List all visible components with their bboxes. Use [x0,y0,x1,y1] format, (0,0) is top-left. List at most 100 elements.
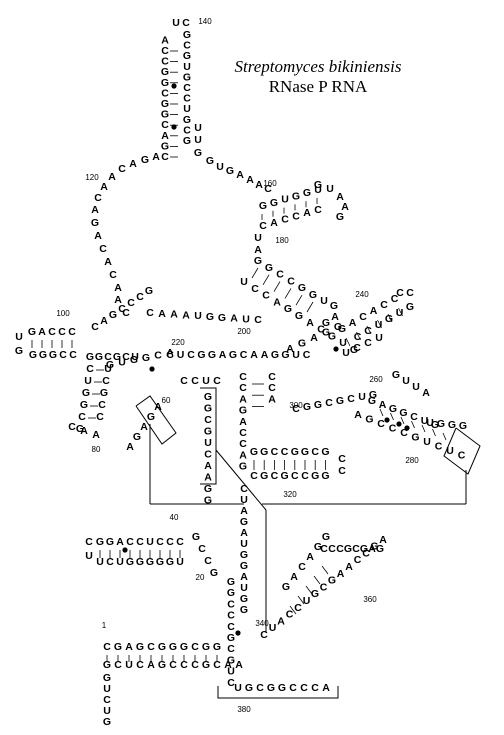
nucleotide-j220-13: C [240,349,248,361]
nucleotide-j380-4: G [278,682,286,694]
nucleotide-top-hairpin-tail-1: U [194,134,202,146]
nucleotide-p340-col-6: C [227,643,235,655]
nucleotide-p12-3-10: G [350,344,358,356]
nucleotide-j200-5: G [206,311,214,323]
nucleotide-j380-8: A [322,682,330,694]
nucleotide-top-hairpin-right-6: C [183,93,191,105]
wobble-dot [122,547,128,553]
nucleotide-p80-loop-1: A [80,425,88,437]
p360-pair [305,585,313,595]
nucleotide-j380-6: C [300,682,308,694]
nucleotide-p160-3-3: C [292,210,300,222]
p12-pair [273,281,281,292]
nucleotide-p320-3-7: G [321,470,329,482]
nucleotide-p320-col-1: U [240,494,248,506]
nucleotide-p100-5-6: G [145,285,153,297]
nucleotide-p1-3-6: C [169,659,177,671]
nucleotide-p100-3-2: C [104,351,112,363]
nucleotide-j220-10: G [208,349,216,361]
nucleotide-j380-2: C [256,682,264,694]
nucleotide-p340-col-2: C [227,598,235,610]
nucleotide-p100-stemB-1: G [39,349,47,361]
nucleotide-p160-3-0: C [259,220,267,232]
nucleotide-p1-3-0: G [103,659,111,671]
nucleotide-p320-3-5: C [301,470,309,482]
nucleotide-top-hairpin-right-3: U [183,61,191,73]
nucleotide-p240-stem-4: C [380,299,388,311]
nucleotide-p12-3-1: C [251,283,259,295]
nucleotide-p1-5-1: G [114,641,122,653]
p12-pair [306,301,314,313]
nucleotide-p240-3-4: C [364,325,372,337]
nucleotide-p12-3-8: G [328,330,336,342]
nucleotide-p240-3-3: U [375,319,383,331]
nucleotide-p360-5-5: G [322,531,330,543]
nucleotide-loop-120-left-15: C [122,307,130,319]
nucleotide-j160-0: G [206,155,214,167]
nucleotide-p80-5-4: C [78,411,86,423]
nucleotide-p100-stemA-1: A [38,326,46,338]
p260-pair [379,408,384,417]
nucleotide-p260-5-5: C [347,393,355,405]
nucleotide-p240-5-4: G [334,321,342,333]
nucleotide-j200-6: G [218,312,226,324]
p12-pair [295,294,303,306]
position-number-label: 100 [56,309,70,318]
nucleotide-p40-tail-3: G [210,567,218,579]
nucleotide-p40-5-5: U [146,536,154,548]
nucleotide-p100-loop-1: G [15,345,23,357]
nucleotide-j220-12: G [229,349,237,361]
pseudoknot-connector-lines [135,387,481,699]
nucleotide-p60-col-2: C [204,414,212,426]
nucleotide-p1-3-11: A [224,659,232,671]
nucleotide-p100-stemB-0: G [29,349,37,361]
nucleotide-p12-5-4: G [298,282,306,294]
position-number-label: 20 [196,573,205,582]
wobble-dot [171,83,177,89]
nucleotide-p360-3-12: C [362,547,370,559]
nucleotide-loop-120-left-11: A [104,256,112,268]
nucleotide-p240-3-2: G [385,313,393,325]
position-number-label: 300 [289,401,303,410]
nucleotide-p80-5-5: G [76,423,84,435]
nucleotide-p40-5-1: G [106,536,114,548]
nucleotide-p260-3-0: G [368,395,376,407]
nucleotide-p40-5-7: C [166,536,174,548]
nucleotide-p300-5-2: A [268,393,276,405]
nucleotide-p80-5-0: C [86,363,94,375]
nucleotide-loop-120-left-13: A [114,282,122,294]
position-number-label: 120 [85,173,99,182]
base-pair-ticks [31,50,447,662]
nucleotide-p360-3-9: A [337,568,345,580]
nucleotide-p1-3-9: G [202,659,210,671]
nucleotide-p1-3-1: C [114,659,122,671]
nucleotide-p80-loop-0: C [68,421,76,433]
title-molecule: RNase P RNA [269,77,368,96]
nucleotide-j220-8: C [187,349,195,361]
nucleotide-top-hairpin-left-4: G [161,109,169,121]
nucleotide-p60-3-2: A [140,421,148,433]
nucleotide-p40-5-4: C [136,536,144,548]
p240-pair [366,325,372,335]
nucleotide-p60-col-3: G [204,426,212,438]
nucleotide-j180-1: A [254,244,262,256]
nucleotide-p80-3-3: C [98,399,106,411]
nucleotide-top-hairpin-loop-1: C [182,17,190,29]
nucleotide-p40-3-2: U [116,556,124,568]
wobble-dot [333,346,339,352]
nucleotide-p12-3-5: G [295,310,303,322]
nucleotide-j220-9: G [197,349,205,361]
nucleotide-loop-120-left-6: C [94,192,102,204]
nucleotide-p1-5-3: G [136,641,144,653]
p240-pair [356,331,361,341]
p240-pair [377,319,382,329]
nucleotide-p40-5-8: C [176,536,184,548]
nucleotide-p260-5-0: C [292,403,300,415]
nucleotide-p240-u-1: C [353,342,361,354]
nucleotide-p240-stem-0: G [338,323,346,335]
nucleotide-j200-8: U [242,313,250,325]
nucleotide-p300-5-2: A [239,393,247,405]
nucleotide-p60-col-1: G [204,403,212,415]
nucleotide-p1-5-0: C [103,641,111,653]
